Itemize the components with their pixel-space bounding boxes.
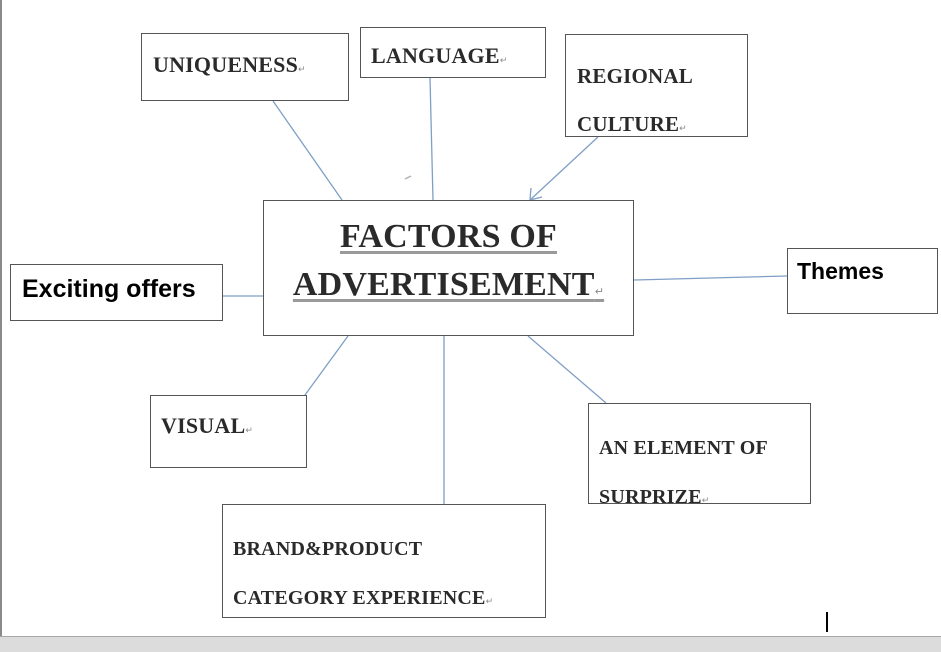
- stray-mark: [404, 175, 412, 180]
- node-uniqueness-label: UNIQUENESS↵: [153, 52, 306, 78]
- node-exciting-offers-label: Exciting offers: [22, 275, 196, 303]
- node-regional-culture-line-2: CULTURE↵: [577, 112, 687, 136]
- paragraph-mark-icon: ↵: [245, 426, 254, 436]
- node-element-of-surprize[interactable]: AN ELEMENT OF SURPRIZE↵: [588, 403, 811, 508]
- node-regional-culture[interactable]: REGIONAL CULTURE↵: [565, 34, 748, 137]
- connector-themes: [633, 275, 788, 281]
- node-regional-culture-label: REGIONAL CULTURE↵: [577, 52, 693, 153]
- paragraph-mark-icon: ↵: [594, 285, 605, 298]
- node-element-of-surprize-label: AN ELEMENT OF SURPRIZE↵: [599, 424, 768, 526]
- central-node-title: FACTORS OF ADVERTISEMENT↵: [264, 213, 633, 316]
- paragraph-mark-icon: ↵: [701, 496, 710, 506]
- horizontal-scrollbar[interactable]: [0, 636, 941, 652]
- central-node-line-2: ADVERTISEMENT↵: [292, 266, 605, 303]
- document-left-border: [0, 0, 2, 636]
- central-node-factors-of-advertisement[interactable]: FACTORS OF ADVERTISEMENT↵: [263, 200, 634, 336]
- node-brand-product-label: BRAND&PRODUCT CATEGORY EXPERIENCE↵: [233, 525, 493, 627]
- connector-language: [429, 77, 434, 201]
- node-visual-line-1: VISUAL↵: [161, 413, 254, 438]
- node-language-label: LANGUAGE↵: [371, 43, 507, 69]
- node-brand-product-line-2: CATEGORY EXPERIENCE↵: [233, 587, 494, 609]
- paragraph-mark-icon: ↵: [298, 65, 306, 75]
- connector-visual: [304, 335, 349, 396]
- node-element-of-surprize-line-2: SURPRIZE↵: [599, 486, 710, 508]
- paragraph-mark-icon: ↵: [679, 124, 687, 134]
- connector-regional-culture: [529, 136, 599, 201]
- node-element-of-surprize-line-1: AN ELEMENT OF: [599, 437, 768, 459]
- connector-element-of-surprize: [527, 335, 607, 404]
- node-visual[interactable]: VISUAL↵: [150, 395, 307, 468]
- paragraph-mark-icon: ↵: [499, 56, 508, 66]
- node-brand-product-line-1: BRAND&PRODUCT: [233, 538, 423, 560]
- node-language[interactable]: LANGUAGE↵: [360, 27, 546, 78]
- node-themes[interactable]: Themes: [787, 248, 938, 314]
- node-brand-product-category-experience[interactable]: BRAND&PRODUCT CATEGORY EXPERIENCE↵: [222, 504, 546, 618]
- node-visual-label: VISUAL↵: [161, 413, 253, 439]
- node-exciting-offers[interactable]: Exciting offers: [10, 264, 223, 321]
- paragraph-mark-icon: ↵: [485, 597, 494, 607]
- node-themes-label: Themes: [797, 258, 884, 284]
- connector-uniqueness: [272, 100, 343, 201]
- node-regional-culture-line-1: REGIONAL: [577, 64, 693, 88]
- node-uniqueness-line-1: UNIQUENESS↵: [153, 52, 306, 77]
- text-cursor: [826, 612, 828, 632]
- node-language-line-1: LANGUAGE↵: [371, 43, 508, 68]
- node-uniqueness[interactable]: UNIQUENESS↵: [141, 33, 349, 101]
- central-node-line-1: FACTORS OF: [339, 218, 558, 255]
